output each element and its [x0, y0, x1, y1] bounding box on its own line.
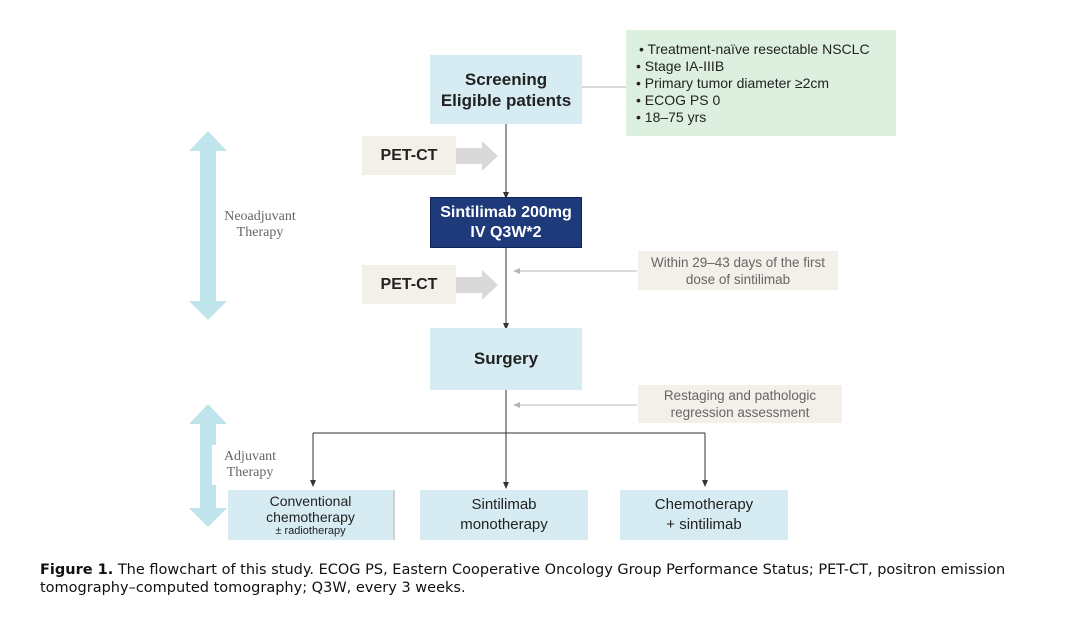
criteria-item: • Stage IA-IIIB — [636, 57, 725, 74]
chemo-sintilimab-box: Chemotherapy + sintilimab — [620, 490, 788, 540]
timing-note-line2: dose of sintilimab — [685, 271, 791, 287]
petct-2-label: PET-CT — [380, 275, 438, 293]
criteria-item: • ECOG PS 0 — [636, 91, 721, 108]
eligibility-criteria-list: • Treatment-naïve resectable NSCLC • Sta… — [636, 41, 870, 126]
restaging-note-box: Restaging and pathologic regression asse… — [638, 385, 842, 423]
sintilimab-schedule: IV Q3W*2 — [470, 223, 542, 241]
sintilimab-dose: Sintilimab 200mg — [440, 203, 572, 221]
flowchart: Screening Eligible patients • Treatment-… — [189, 30, 896, 540]
petct-1-arrow — [456, 141, 498, 171]
conventional-line1: Conventional — [269, 492, 352, 509]
adjuvant-phase-arrow — [189, 404, 227, 527]
flowchart-connectors — [189, 86, 708, 527]
criteria-item: • Treatment-naïve resectable NSCLC — [639, 40, 870, 57]
restaging-note-line2: regression assessment — [670, 405, 810, 420]
criteria-item: • 18–75 yrs — [636, 108, 707, 125]
petct-2-arrow — [456, 270, 498, 300]
neoadjuvant-label-line2: Therapy — [236, 225, 284, 240]
surgery-box: Surgery — [430, 328, 582, 390]
sintilimab-mono-box: Sintilimab monotherapy — [420, 490, 588, 540]
petct-box-1: PET-CT — [362, 136, 456, 175]
figure-caption: Figure 1. The flowchart of this study. E… — [40, 561, 1050, 597]
conventional-chemo-box: Conventional chemotherapy ± radiotherapy — [228, 490, 395, 540]
figure-caption-text: The flowchart of this study. ECOG PS, Ea… — [40, 562, 1006, 596]
sintilimab-box: Sintilimab 200mg IV Q3W*2 — [430, 197, 582, 248]
criteria-item: • Primary tumor diameter ≥2cm — [636, 74, 830, 91]
neoadjuvant-phase-arrow — [189, 131, 227, 320]
conventional-line2: chemotherapy — [266, 508, 355, 525]
restaging-note-line1: Restaging and pathologic — [663, 388, 817, 403]
screening-box: Screening Eligible patients — [430, 55, 582, 124]
chemo-line2: + sintilimab — [666, 516, 742, 533]
petct-box-2: PET-CT — [362, 265, 456, 304]
mono-line2: monotherapy — [460, 516, 548, 533]
timing-note-line1: Within 29–43 days of the first — [650, 254, 826, 270]
screening-subtitle: Eligible patients — [440, 90, 572, 110]
timing-note-box: Within 29–43 days of the first dose of s… — [638, 251, 838, 290]
surgery-label: Surgery — [473, 349, 539, 368]
neoadjuvant-label-line1: Neoadjuvant — [224, 209, 296, 224]
neoadjuvant-label: Neoadjuvant Therapy — [210, 205, 310, 245]
adjuvant-label-line2: Therapy — [226, 465, 274, 480]
adjuvant-label: Adjuvant Therapy — [212, 445, 288, 485]
petct-1-label: PET-CT — [380, 146, 438, 164]
adjuvant-label-line1: Adjuvant — [223, 449, 277, 464]
screening-title: Screening — [464, 69, 548, 89]
chemo-line1: Chemotherapy — [654, 496, 754, 513]
figure-label: Figure 1. — [40, 562, 114, 578]
mono-line1: Sintilimab — [471, 496, 537, 513]
eligibility-criteria-box: • Treatment-naïve resectable NSCLC • Sta… — [626, 30, 896, 136]
conventional-line3: ± radiotherapy — [275, 524, 346, 537]
